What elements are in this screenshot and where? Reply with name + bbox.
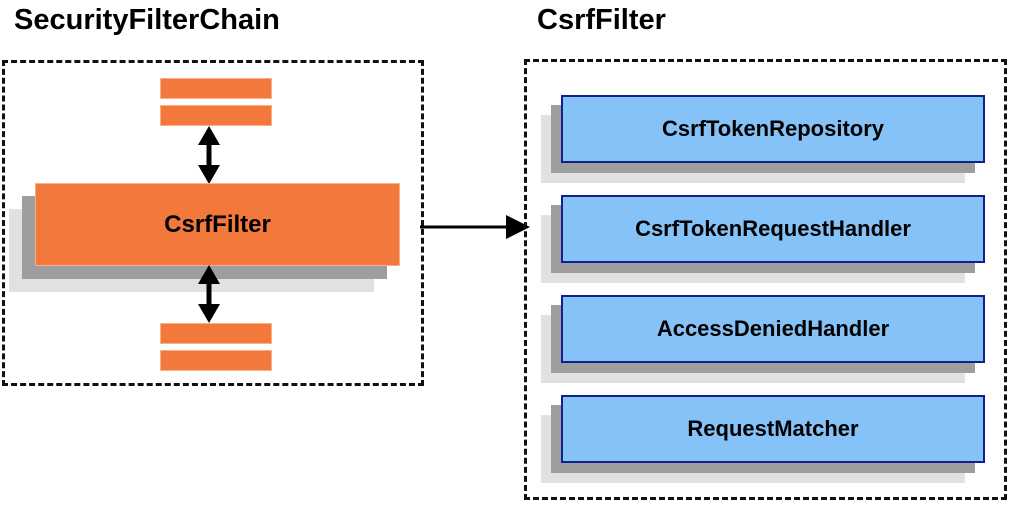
filter-stub-bar-below-2 xyxy=(160,350,272,371)
page-title-security-filter-chain: SecurityFilterChain xyxy=(14,4,280,36)
double-arrow-down-icon xyxy=(198,265,220,323)
double-arrow-up-icon xyxy=(198,126,220,184)
csrf-filter-box-label: CsrfFilter xyxy=(35,183,400,266)
panel-link-arrow-icon xyxy=(420,215,530,239)
page-title-csrf-filter: CsrfFilter xyxy=(537,4,666,36)
security-filter-chain-panel xyxy=(2,60,424,386)
collaborator-box-label: AccessDeniedHandler xyxy=(561,295,985,363)
csrf-filter-box: CsrfFilter xyxy=(9,183,400,292)
collaborator-box-csrf-token-request-handler: CsrfTokenRequestHandler xyxy=(541,195,985,283)
collaborator-box-csrf-token-repository: CsrfTokenRepository xyxy=(541,95,985,183)
filter-stub-bar-above-1 xyxy=(160,78,272,99)
filter-stub-bar-below-1 xyxy=(160,323,272,344)
collaborator-box-label: RequestMatcher xyxy=(561,395,985,463)
collaborator-box-request-matcher: RequestMatcher xyxy=(541,395,985,483)
filter-stub-bar-above-2 xyxy=(160,105,272,126)
collaborator-box-label: CsrfTokenRepository xyxy=(561,95,985,163)
collaborator-box-label: CsrfTokenRequestHandler xyxy=(561,195,985,263)
collaborator-box-access-denied-handler: AccessDeniedHandler xyxy=(541,295,985,383)
csrf-filter-panel xyxy=(524,59,1007,500)
